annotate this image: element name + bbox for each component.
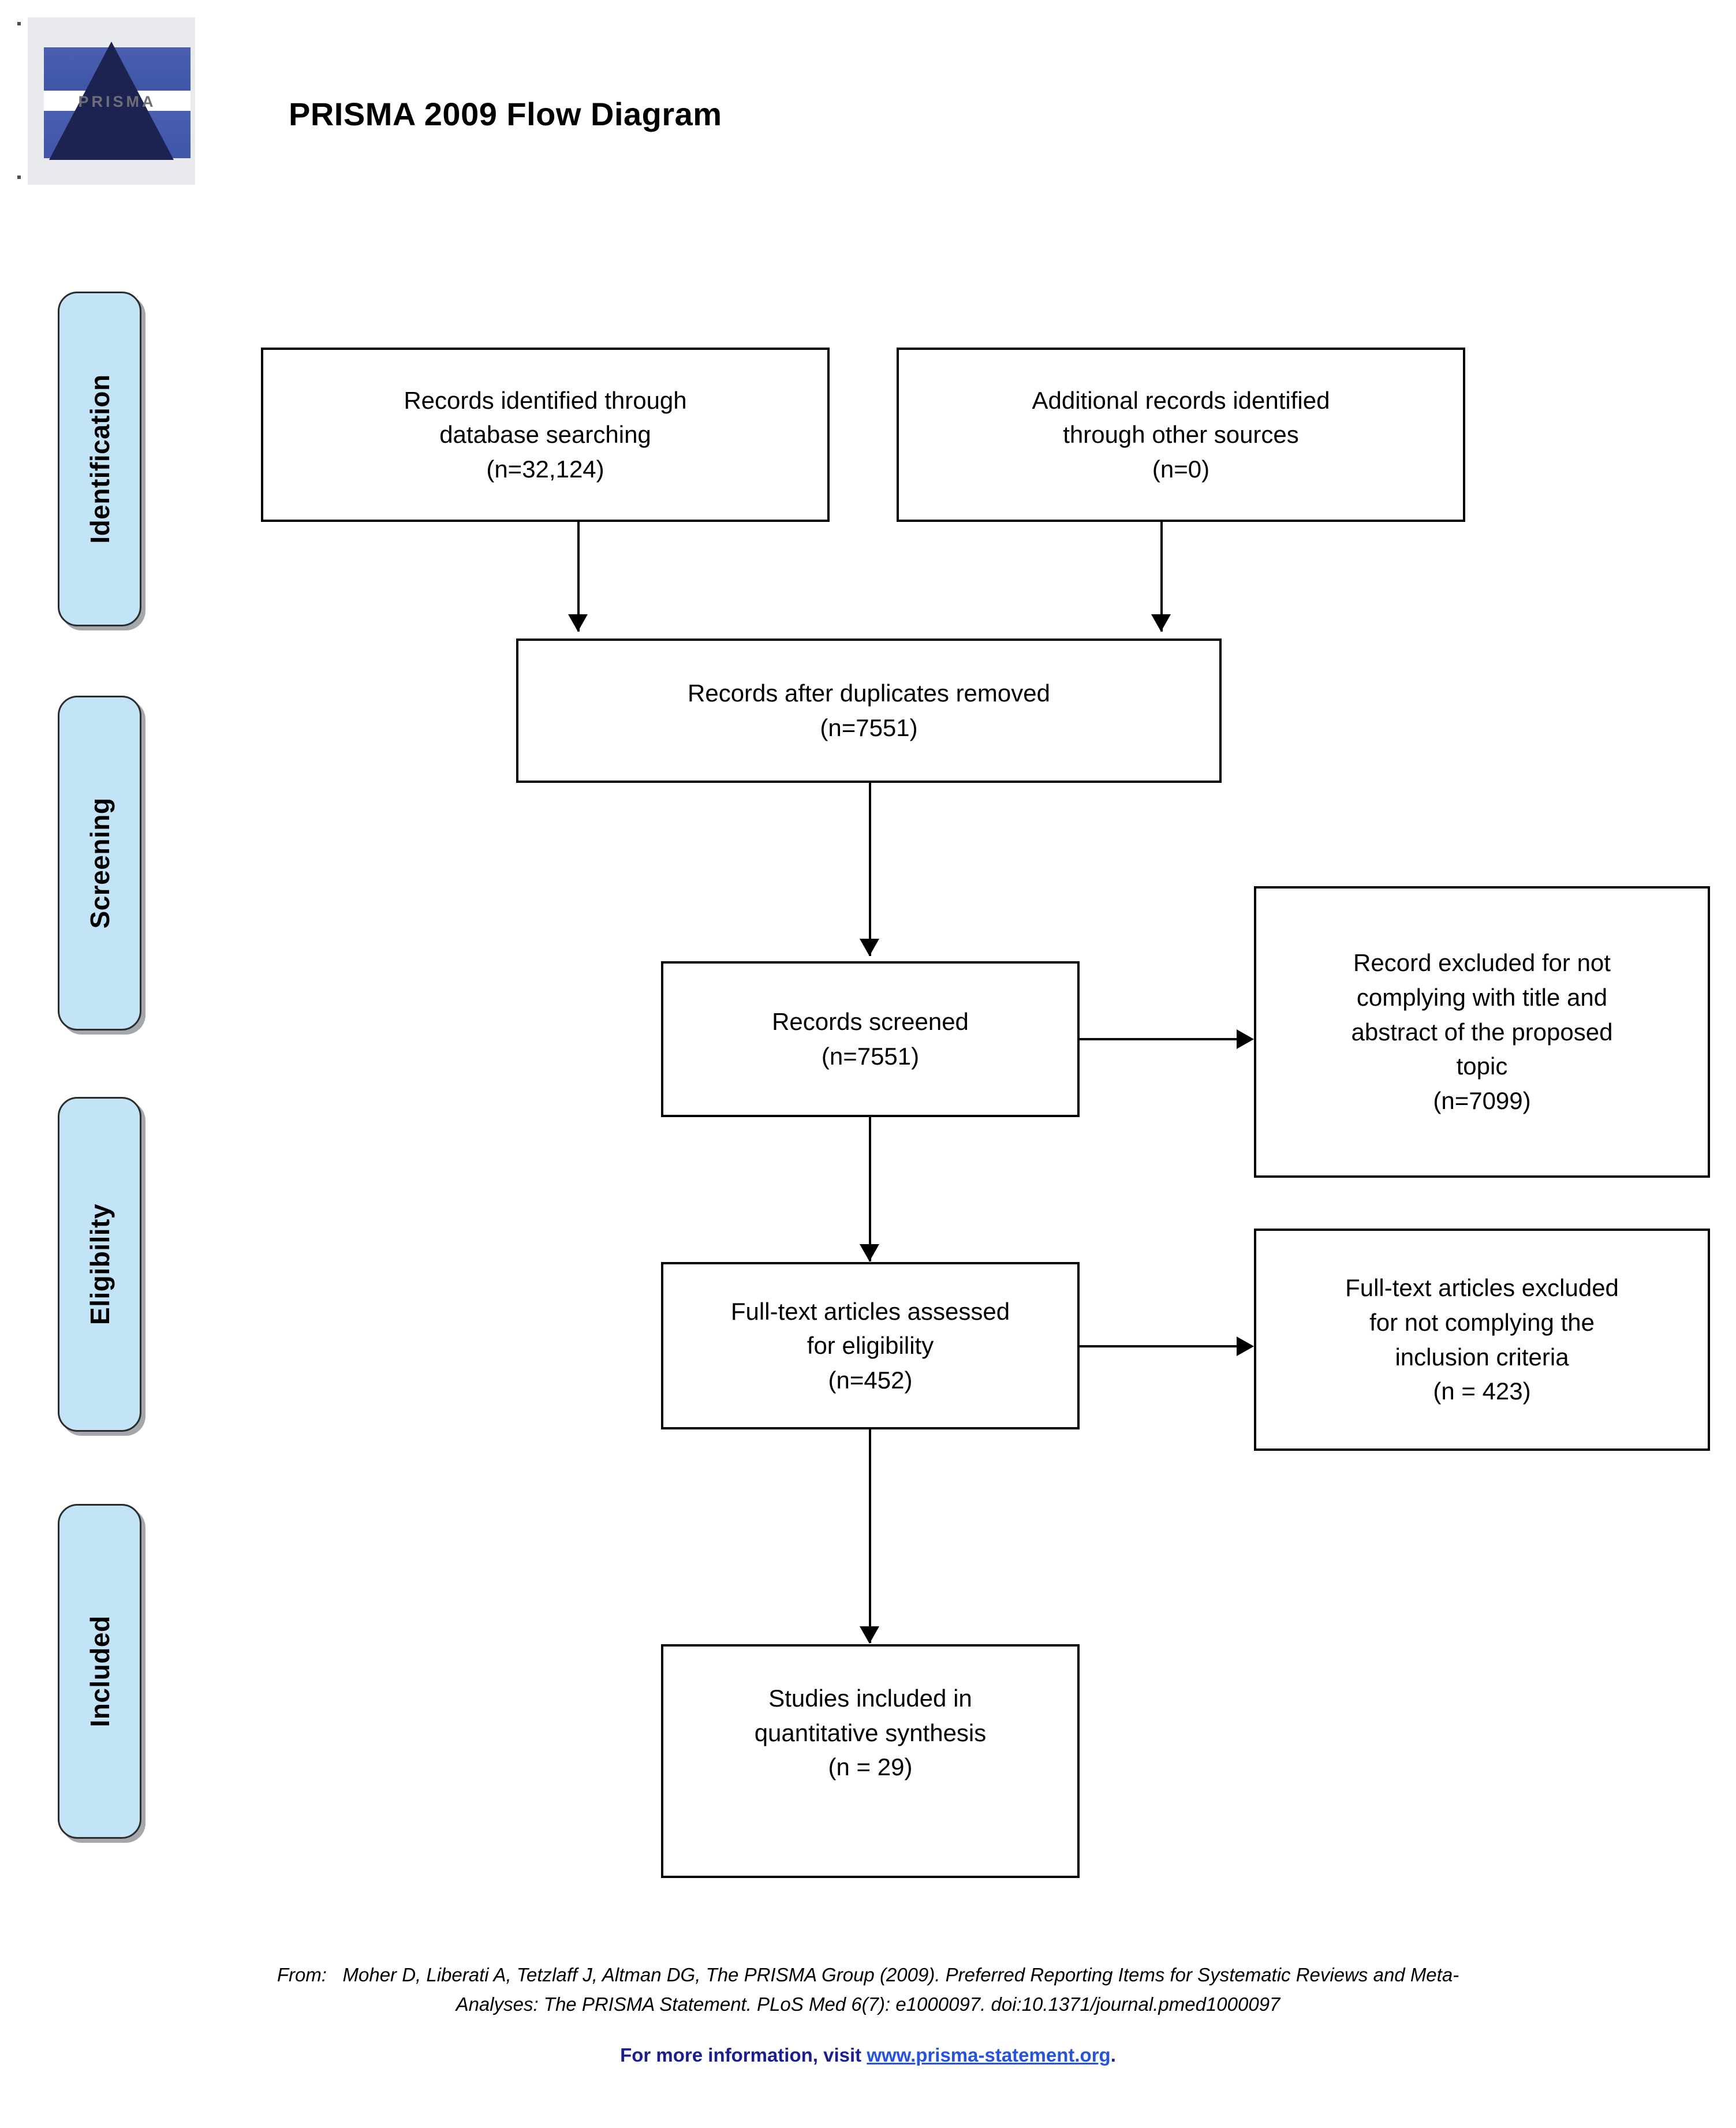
- box-line: (n=452): [828, 1366, 913, 1394]
- box-line: Record excluded for not: [1353, 949, 1611, 977]
- stage-label-identification: Identification: [84, 374, 115, 544]
- box-line: Records after duplicates removed: [688, 680, 1050, 707]
- stage-label-eligibility: Eligibility: [84, 1204, 115, 1325]
- box-line: Full-text articles excluded: [1345, 1274, 1619, 1302]
- box-records-identified-database: Records identified through database sear…: [261, 348, 830, 522]
- connector-screened-to-excluded: [1080, 1038, 1238, 1040]
- arrowhead-fulltext-to-included-icon: [860, 1626, 879, 1644]
- box-line: Additional records identified: [1032, 386, 1330, 414]
- logo-tick-top: [17, 22, 21, 25]
- stage-pill-screening: Screening: [58, 696, 141, 1031]
- stage-pill-eligibility: Eligibility: [58, 1097, 141, 1432]
- box-studies-included: Studies included in quantitative synthes…: [661, 1644, 1080, 1878]
- box-line: for eligibility: [807, 1332, 934, 1360]
- box-fulltext-assessed: Full-text articles assessed for eligibil…: [661, 1262, 1080, 1429]
- more-information-line: For more information, visit www.prisma-s…: [0, 2044, 1736, 2066]
- connector-db-to-duplicates: [577, 522, 580, 632]
- citation-from-label: From:: [277, 1964, 327, 1985]
- box-additional-records-other-sources: Additional records identified through ot…: [897, 348, 1465, 522]
- box-line: topic: [1456, 1052, 1508, 1080]
- connector-screened-to-fulltext: [869, 1117, 871, 1261]
- footer: From: Moher D, Liberati A, Tetzlaff J, A…: [0, 1960, 1736, 2066]
- logo-wordmark: PRISMA: [78, 93, 156, 110]
- box-records-excluded: Record excluded for not complying with t…: [1254, 886, 1710, 1178]
- citation-line-2: Analyses: The PRISMA Statement. PLoS Med…: [456, 1993, 1280, 2015]
- box-line: Full-text articles assessed: [730, 1297, 1010, 1325]
- box-line: (n=7551): [820, 714, 918, 741]
- box-line: complying with title and: [1356, 984, 1608, 1011]
- box-line: Studies included in: [768, 1685, 972, 1712]
- box-fulltext-excluded: Full-text articles excluded for not comp…: [1254, 1229, 1710, 1451]
- box-line: abstract of the proposed: [1351, 1018, 1613, 1046]
- box-records-screened: Records screened (n=7551): [661, 961, 1080, 1117]
- box-line: (n = 423): [1433, 1377, 1531, 1405]
- stage-pill-included: Included: [58, 1504, 141, 1839]
- arrowhead-fulltext-to-excluded-icon: [1237, 1336, 1254, 1356]
- box-line: Records screened: [772, 1008, 969, 1036]
- box-line: (n=32,124): [486, 455, 604, 483]
- citation-text-1: Moher D, Liberati A, Tetzlaff J, Altman …: [342, 1964, 1459, 1985]
- box-line: quantitative synthesis: [754, 1719, 987, 1746]
- box-line: for not complying the: [1369, 1308, 1595, 1336]
- stage-pill-identification: Identification: [58, 292, 141, 626]
- arrowhead-duplicates-to-screened-icon: [860, 939, 879, 956]
- box-records-after-duplicates-removed: Records after duplicates removed (n=7551…: [516, 639, 1222, 783]
- stage-label-included: Included: [84, 1615, 115, 1727]
- box-line: inclusion criteria: [1395, 1343, 1569, 1371]
- box-line: (n=7551): [821, 1043, 920, 1070]
- page-title: PRISMA 2009 Flow Diagram: [289, 96, 722, 132]
- connector-other-to-duplicates: [1160, 522, 1163, 632]
- arrowhead-db-to-duplicates-icon: [568, 614, 588, 632]
- arrowhead-other-to-duplicates-icon: [1151, 614, 1171, 632]
- box-line: database searching: [439, 421, 651, 449]
- more-information-prefix: For more information, visit: [620, 2044, 867, 2066]
- more-information-suffix: .: [1110, 2044, 1116, 2066]
- stage-label-screening: Screening: [84, 797, 115, 929]
- citation-line-1: From: Moher D, Liberati A, Tetzlaff J, A…: [0, 1960, 1736, 1989]
- prisma-statement-link[interactable]: www.prisma-statement.org: [867, 2044, 1111, 2066]
- arrowhead-screened-to-excluded-icon: [1237, 1029, 1254, 1049]
- box-line: (n=0): [1152, 455, 1210, 483]
- box-line: (n=7099): [1433, 1087, 1531, 1114]
- box-line: (n = 29): [828, 1753, 913, 1781]
- connector-fulltext-to-excluded: [1080, 1345, 1238, 1347]
- arrowhead-screened-to-fulltext-icon: [860, 1244, 879, 1261]
- prisma-pyramid-logo-icon: PRISMA: [17, 17, 195, 185]
- logo-pyramid-shape: [49, 42, 174, 160]
- connector-fulltext-to-included: [869, 1429, 871, 1643]
- logo-tick-bottom: [17, 176, 21, 179]
- box-line: through other sources: [1063, 421, 1299, 449]
- connector-duplicates-to-screened: [869, 783, 871, 956]
- box-line: Records identified through: [404, 386, 687, 414]
